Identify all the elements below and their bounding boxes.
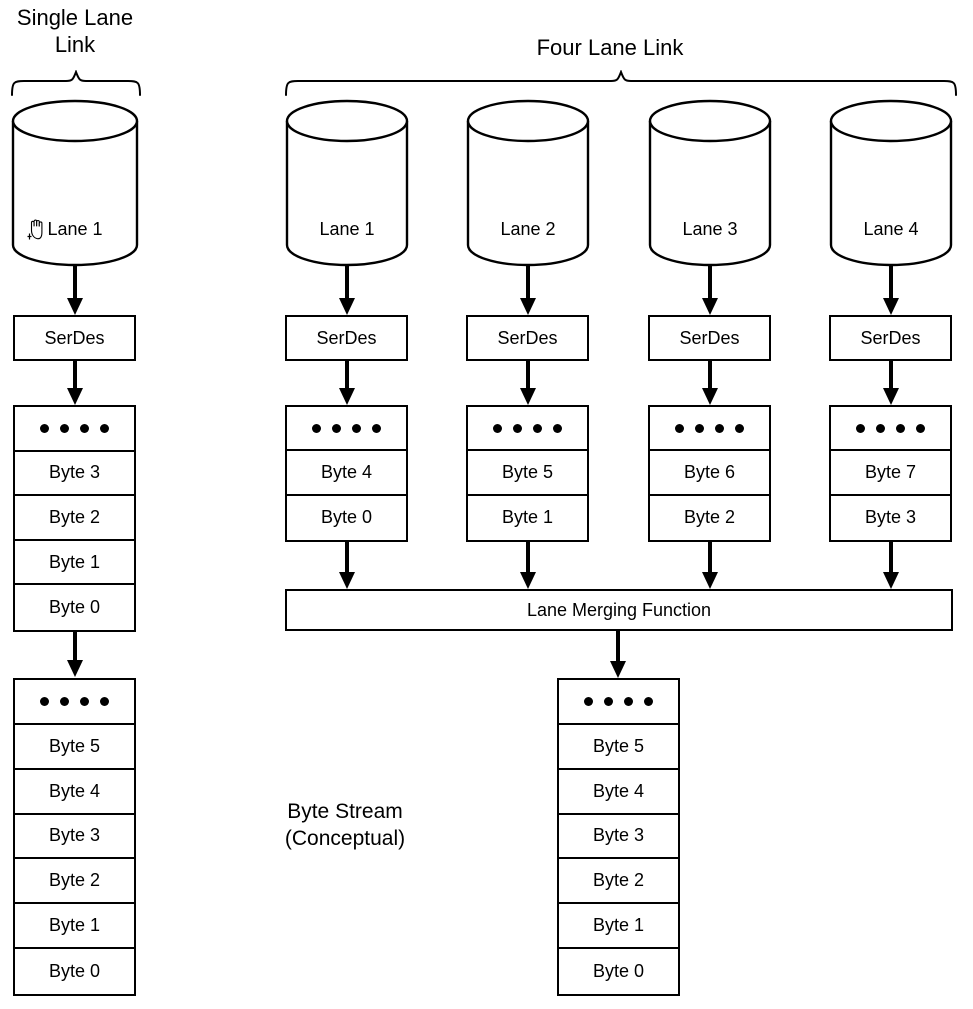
lane1-stack-byte-cell: Byte 4 — [287, 451, 406, 496]
ellipsis-dots-icon — [312, 423, 381, 433]
lane2-serdes-label: SerDes — [497, 327, 558, 348]
lane3-byte-stack: Byte 6 Byte 2 — [648, 405, 771, 542]
merged-stream-byte-cell: Byte 0 — [592, 960, 645, 981]
lane2-stack-to-merge-arrow — [517, 541, 539, 591]
four-lane-cylinder-1: Lane 1 — [285, 99, 409, 267]
four-lane-brace — [284, 70, 958, 96]
lane1-stack-byte-cell: Byte 0 — [320, 507, 373, 528]
merged-stream-byte-cell: Byte 5 — [559, 725, 678, 770]
single-lane-stream-byte-cell: Byte 4 — [15, 770, 134, 815]
single-lane-stack-byte-cell: Byte 1 — [15, 541, 134, 586]
lane2-stack-byte-cell: Byte 5 — [468, 451, 587, 496]
ellipsis-dots-icon — [675, 423, 744, 433]
lane2-serdes-to-stack-arrow — [517, 359, 539, 407]
merged-stream-ellipsis-cell — [559, 680, 678, 725]
single-lane-stream-byte-cell: Byte 0 — [48, 960, 101, 981]
four-lane-cylinder-3: Lane 3 — [648, 99, 772, 267]
lane-merging-function-bar: Lane Merging Function — [285, 589, 953, 631]
lane1-stack-ellipsis-cell — [287, 407, 406, 452]
single-lane-stream-byte-cell: Byte 1 — [15, 904, 134, 950]
single-lane-stack-byte-cell: Byte 0 — [48, 597, 101, 618]
ellipsis-dots-icon — [856, 423, 925, 433]
single-lane-cyl-to-serdes-arrow — [64, 265, 86, 317]
single-lane-stack-byte-cell: Byte 2 — [15, 496, 134, 541]
merge-to-stream-arrow — [607, 630, 629, 680]
single-lane-serdes-box: SerDes — [13, 315, 136, 361]
lane1-cyl-to-serdes-arrow — [336, 265, 358, 317]
single-lane-stack-to-stream-arrow — [64, 631, 86, 679]
lane2-stack-byte-cell: Byte 1 — [501, 507, 554, 528]
lane1-byte-stack: Byte 4 Byte 0 — [285, 405, 408, 542]
single-lane-cylinder: Lane 1 — [11, 99, 139, 267]
single-lane-stack-byte-cell: Byte 3 — [15, 452, 134, 497]
single-lane-stream-byte-cell: Byte 3 — [15, 815, 134, 860]
lane2-cyl-to-serdes-arrow — [517, 265, 539, 317]
single-lane-stream-byte-cell: Byte 2 — [15, 859, 134, 905]
ellipsis-dots-icon — [40, 423, 109, 433]
four-lane-cylinder-4: Lane 4 — [829, 99, 953, 267]
ellipsis-dots-icon — [40, 696, 109, 706]
lane1-serdes-to-stack-arrow — [336, 359, 358, 407]
lane3-serdes-box: SerDes — [648, 315, 771, 361]
lane4-stack-ellipsis-cell — [831, 407, 950, 452]
lane4-stack-byte-cell: Byte 3 — [864, 507, 917, 528]
single-lane-stream-byte-cell: Byte 5 — [15, 725, 134, 770]
lane1-serdes-box: SerDes — [285, 315, 408, 361]
four-lane-cylinder-2: Lane 2 — [466, 99, 590, 267]
ellipsis-dots-icon — [493, 423, 562, 433]
lane2-byte-stack: Byte 5 Byte 1 — [466, 405, 589, 542]
single-lane-brace — [10, 70, 142, 96]
lane4-serdes-box: SerDes — [829, 315, 952, 361]
lane3-serdes-to-stack-arrow — [699, 359, 721, 407]
single-lane-title: Single Lane Link — [16, 5, 134, 57]
merged-stream-byte-cell: Byte 1 — [559, 904, 678, 950]
lane2-serdes-box: SerDes — [466, 315, 589, 361]
lane3-stack-to-merge-arrow — [699, 541, 721, 591]
lane-merging-function-label: Lane Merging Function — [526, 599, 712, 620]
merged-stream-byte-cell: Byte 4 — [559, 770, 678, 815]
single-lane-stream-ellipsis-cell — [15, 680, 134, 725]
lane3-stack-byte-cell: Byte 2 — [683, 507, 736, 528]
lane4-stack-byte-cell: Byte 7 — [831, 451, 950, 496]
merged-stream-byte-cell: Byte 2 — [559, 859, 678, 905]
byte-stream-conceptual-label: Byte Stream (Conceptual) — [284, 800, 406, 850]
lane1-serdes-label: SerDes — [316, 327, 377, 348]
lane4-byte-stack: Byte 7 Byte 3 — [829, 405, 952, 542]
lane4-serdes-to-stack-arrow — [880, 359, 902, 407]
lane3-serdes-label: SerDes — [679, 327, 740, 348]
lane3-cyl-to-serdes-arrow — [699, 265, 721, 317]
lane4-stack-to-merge-arrow — [880, 541, 902, 591]
four-lane-title: Four Lane Link — [536, 35, 684, 60]
lane4-cyl-to-serdes-arrow — [880, 265, 902, 317]
lane3-stack-byte-cell: Byte 6 — [650, 451, 769, 496]
lane2-stack-ellipsis-cell — [468, 407, 587, 452]
ellipsis-dots-icon — [584, 696, 653, 706]
lane4-serdes-label: SerDes — [860, 327, 921, 348]
merged-stream-byte-cell: Byte 3 — [559, 815, 678, 860]
lane3-stack-ellipsis-cell — [650, 407, 769, 452]
single-lane-stack-ellipsis-cell — [15, 407, 134, 452]
single-lane-serdes-label: SerDes — [44, 327, 105, 348]
lane1-stack-to-merge-arrow — [336, 541, 358, 591]
single-lane-serdes-to-stack-arrow — [64, 359, 86, 407]
